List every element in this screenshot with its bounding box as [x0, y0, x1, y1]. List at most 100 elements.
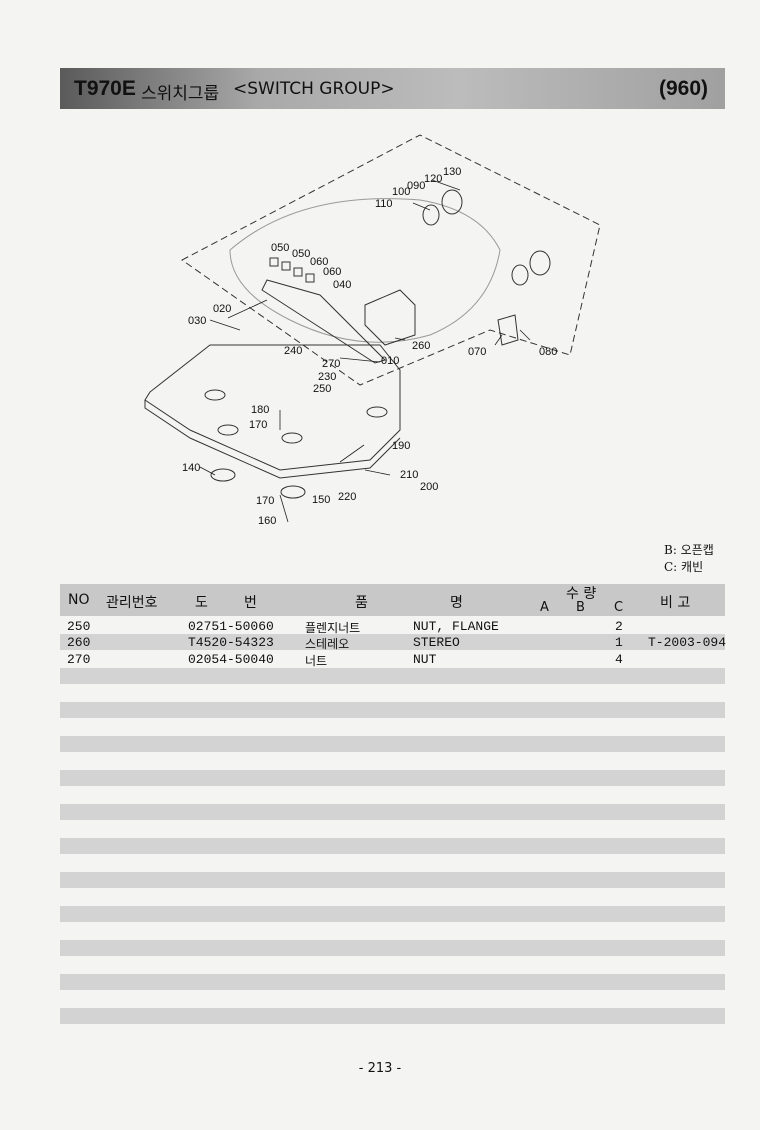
callout-label: 140 — [182, 462, 200, 474]
callout-label: 150 — [312, 494, 330, 506]
row-stripe — [60, 736, 725, 752]
header-qty-a: A — [540, 600, 549, 615]
hole — [204, 389, 226, 401]
clip — [497, 314, 519, 346]
cell-name-kr: 플렌지너트 — [305, 621, 361, 635]
header-mgmt-no: 관리번호 — [106, 595, 158, 611]
speaker-right — [529, 250, 551, 276]
header-qty-b: B — [576, 600, 585, 615]
cell-part-no: 02751-50060 — [188, 619, 274, 634]
cell-no: 260 — [67, 635, 91, 650]
switch-plate — [261, 279, 386, 364]
cell-qty: 1 — [615, 635, 623, 650]
hole — [366, 406, 388, 418]
row-stripe — [60, 804, 725, 820]
cell-name-kr: 스테레오 — [305, 637, 350, 651]
callout-label: 060 — [310, 256, 328, 268]
console-edge — [144, 400, 401, 479]
callout-label: 070 — [468, 346, 486, 358]
callout-label: 270 — [322, 358, 340, 370]
header-item: 품 — [355, 595, 368, 611]
console-panel — [144, 344, 401, 471]
callout-label: 260 — [412, 340, 430, 352]
switch — [293, 267, 303, 277]
callout-label: 210 — [400, 469, 418, 481]
callout-label: 170 — [249, 419, 267, 431]
callout-label: 050 — [292, 248, 310, 260]
exploded-parts-diagram: 130 120 090 100 110 050 050 060 060 040 … — [144, 134, 600, 527]
cell-qty: 2 — [615, 619, 623, 634]
header-quantity: 수 량 — [566, 586, 597, 602]
legend-b: B: 오픈캡 — [664, 543, 714, 557]
callout-label: 060 — [323, 266, 341, 278]
cell-part-no: 02054-50040 — [188, 652, 274, 667]
cell-no: 250 — [67, 619, 91, 634]
callout-label: 250 — [313, 383, 331, 395]
row-stripe — [60, 1008, 725, 1024]
callout-label: 110 — [375, 198, 393, 210]
speaker-grill-left — [422, 204, 440, 226]
callout-label: 200 — [420, 481, 438, 493]
hole — [281, 432, 303, 444]
row-stripe — [60, 668, 725, 684]
table-row: 260 T4520-54323 스테레오 STEREO 1 T-2003-094 — [60, 635, 727, 651]
table-row: 270 02054-50040 너트 NUT 4 — [60, 652, 725, 668]
header-drawing: 도 — [195, 595, 208, 611]
callout-label: 100 — [392, 186, 410, 198]
callout-label: 010 — [381, 355, 399, 367]
callout-label: 220 — [338, 491, 356, 503]
callout-label: 230 — [318, 371, 336, 383]
model-code: T970E — [74, 77, 136, 100]
row-stripe — [60, 702, 725, 718]
section-title-korean: 스위치그룹 — [141, 84, 220, 104]
grommet — [210, 468, 236, 482]
callout-label: 170 — [256, 495, 274, 507]
header-no: NO — [68, 592, 90, 608]
callout-label: 190 — [392, 440, 410, 452]
cell-name-en: STEREO — [413, 635, 460, 650]
callout-label: 180 — [251, 404, 269, 416]
callout-label: 090 — [407, 180, 425, 192]
cell-name-en: NUT — [413, 652, 437, 667]
roof-panel — [229, 198, 501, 343]
grommet — [280, 485, 306, 499]
title-bar — [60, 68, 725, 109]
row-stripe — [60, 940, 725, 956]
row-stripe — [60, 906, 725, 922]
speaker-left — [441, 189, 463, 215]
callout-label: 240 — [284, 345, 302, 357]
table-row: 250 02751-50060 플렌지너트 NUT, FLANGE 2 — [60, 619, 725, 635]
cell-remarks: T-2003-094 — [648, 635, 727, 650]
callout-label: 050 — [271, 242, 289, 254]
row-stripe — [60, 770, 725, 786]
switch — [281, 261, 291, 271]
section-title-english: <SWITCH GROUP> — [233, 79, 395, 99]
header-name: 명 — [450, 595, 463, 611]
row-stripe — [60, 872, 725, 888]
header-number: 번 — [244, 595, 257, 611]
switch — [269, 257, 279, 267]
header-remarks: 비 고 — [660, 595, 691, 611]
callout-label: 160 — [258, 515, 276, 527]
header-qty-c: C — [614, 600, 624, 615]
page-number: - 213 - — [358, 1061, 402, 1076]
callout-label: 130 — [443, 166, 461, 178]
legend-c: C: 캐빈 — [664, 560, 704, 574]
cell-name-kr: 너트 — [305, 654, 328, 668]
row-stripe — [60, 838, 725, 854]
cell-name-en: NUT, FLANGE — [413, 619, 499, 634]
speaker-grill-right — [511, 264, 529, 286]
cell-part-no: T4520-54323 — [188, 635, 274, 650]
callout-label: 040 — [333, 279, 351, 291]
callout-label: 120 — [424, 173, 442, 185]
row-stripe — [60, 634, 725, 650]
table-header — [60, 584, 725, 616]
cell-no: 270 — [67, 652, 91, 667]
callout-label: 030 — [188, 315, 206, 327]
roof-outline — [181, 134, 600, 386]
callout-label: 080 — [539, 346, 557, 358]
stereo-box — [364, 289, 416, 346]
callout-label: 020 — [213, 303, 231, 315]
hole — [217, 424, 239, 436]
group-number: (960) — [658, 77, 708, 100]
